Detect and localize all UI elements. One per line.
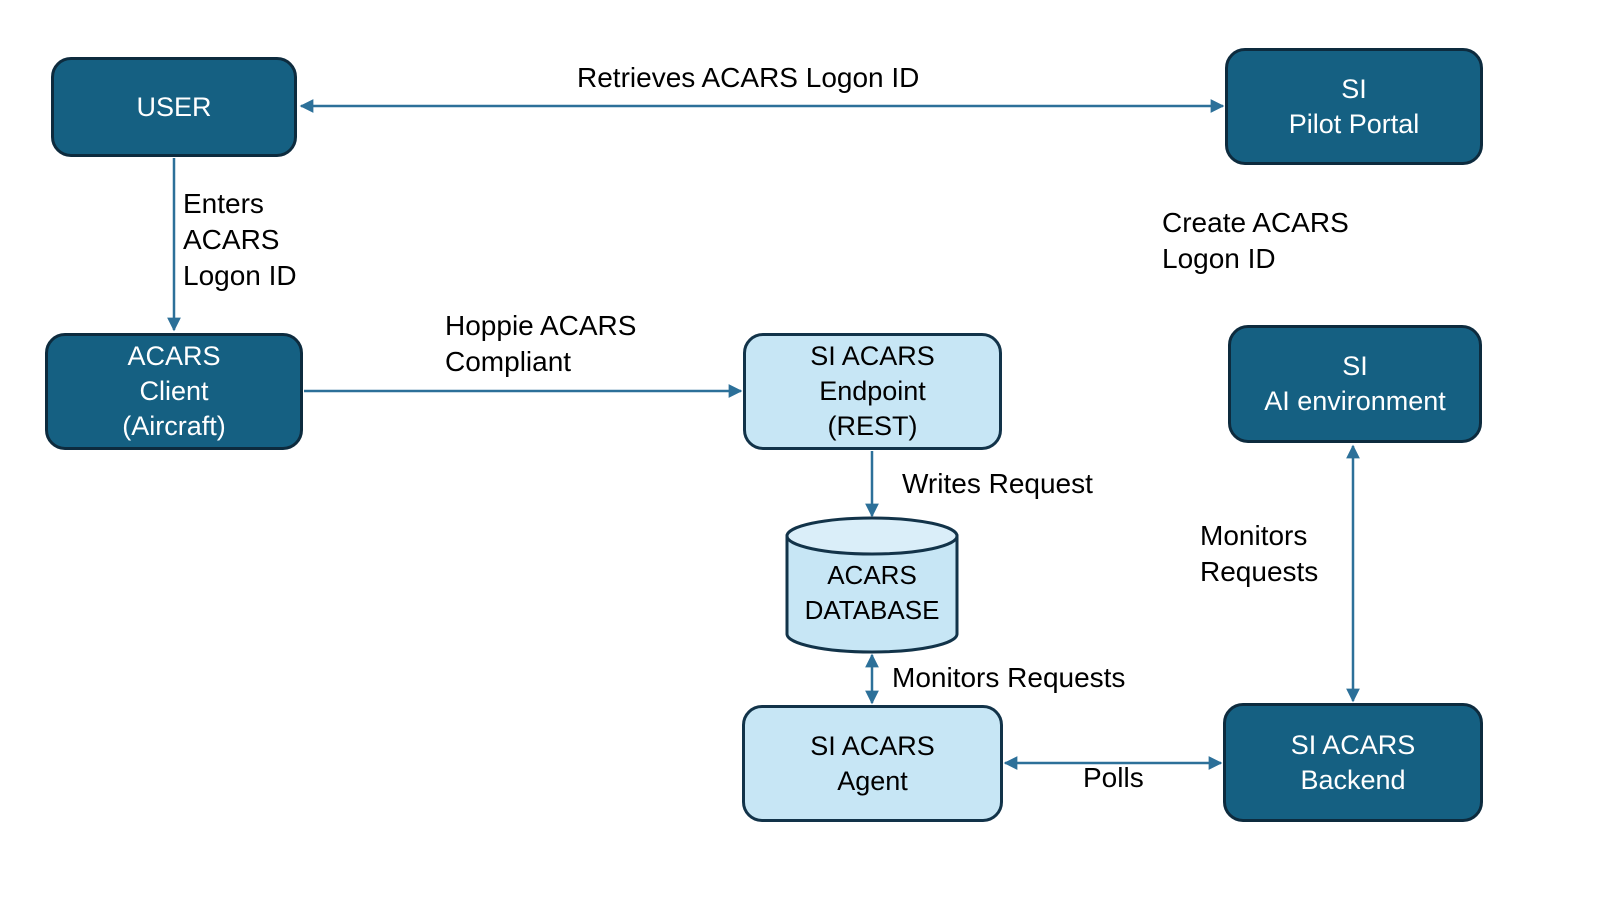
node-si-acars-agent: SI ACARS Agent bbox=[742, 705, 1003, 822]
node-si-acars-backend: SI ACARS Backend bbox=[1223, 703, 1483, 822]
node-acars-client-aircraft: ACARS Client (Aircraft) bbox=[45, 333, 303, 450]
edge-label-writes-request: Writes Request bbox=[902, 468, 1093, 499]
node-acars-database: ACARS DATABASE bbox=[804, 560, 940, 625]
edge-label-retrieves-acars-logon-id: Retrieves ACARS Logon ID bbox=[577, 62, 920, 93]
node-si-pilot-portal: SI Pilot Portal bbox=[1225, 48, 1483, 165]
edge-label-monitors-requests-database: Monitors Requests bbox=[892, 662, 1126, 693]
edge-label-hoppie-acars-compliant: Hoppie ACARS Compliant bbox=[445, 310, 637, 377]
node-si-ai-environment: SI AI environment bbox=[1228, 325, 1482, 443]
edge-label-monitors-requests-backend: Monitors Requests bbox=[1200, 520, 1319, 587]
edge-label-polls: Polls bbox=[1083, 762, 1144, 793]
edge-label-create-acars-logon-id: Create ACARS Logon ID bbox=[1162, 207, 1349, 274]
node-si-acars-endpoint-rest: SI ACARS Endpoint (REST) bbox=[743, 333, 1002, 450]
database-cylinder-icon bbox=[785, 516, 959, 654]
edge-label-enters-acars-logon-id: Enters ACARS Logon ID bbox=[183, 188, 297, 291]
node-user: USER bbox=[51, 57, 297, 157]
